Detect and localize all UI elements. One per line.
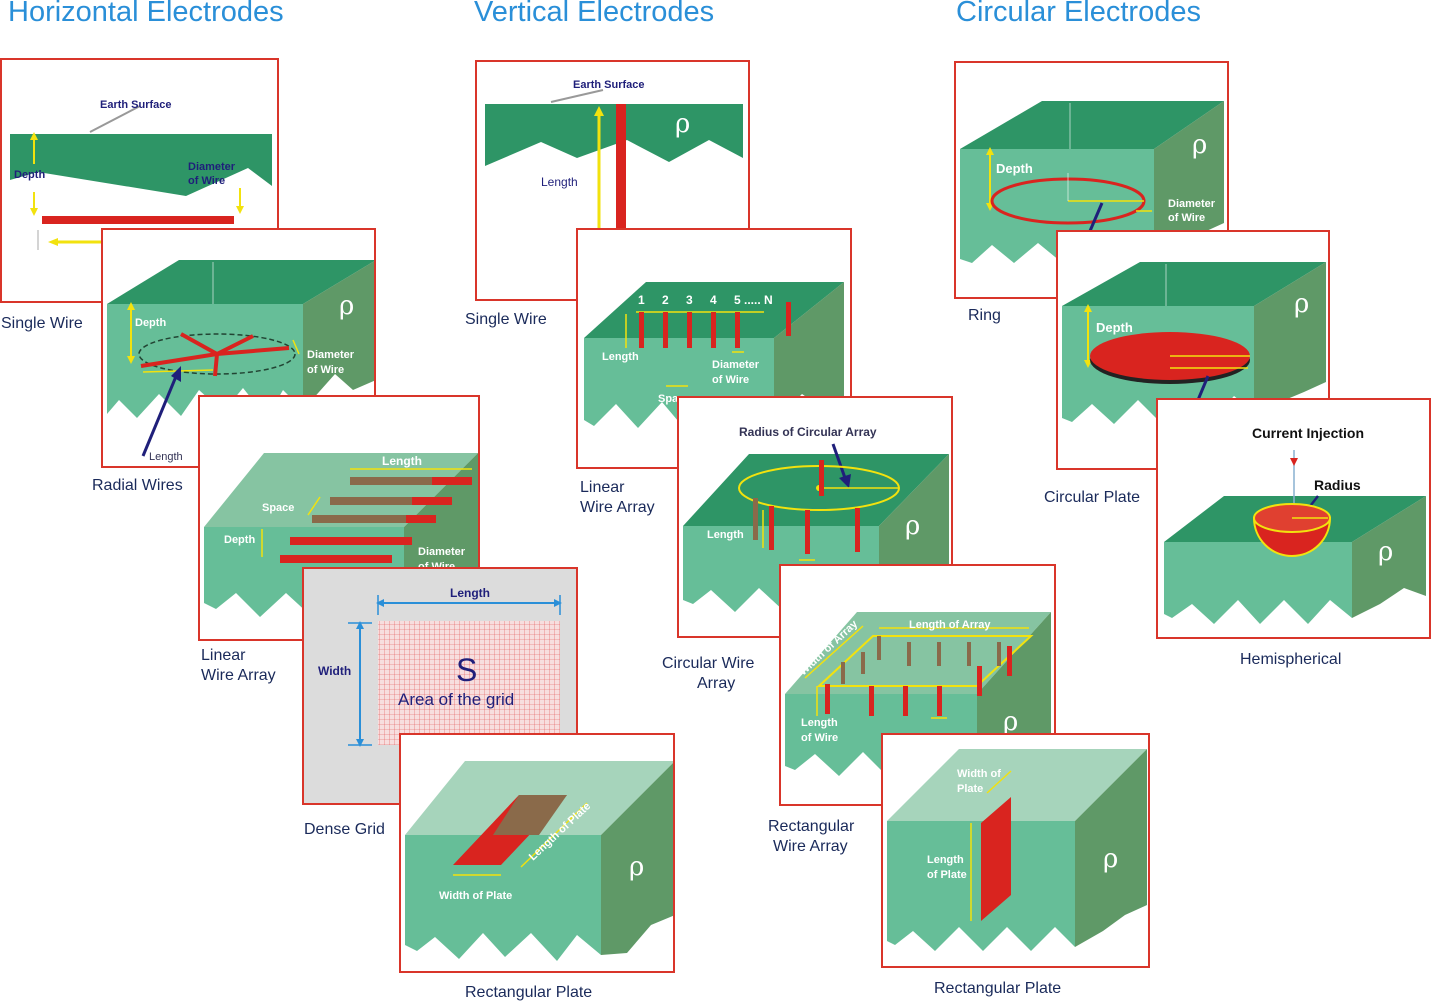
earth-surface-label: Earth Surface [100, 99, 172, 111]
of-wire-label: of Wire [801, 732, 838, 744]
depth-label: Depth [1096, 320, 1133, 335]
diameter-label: Diameter [712, 359, 760, 371]
depth-label: Depth [14, 169, 45, 181]
heading-horizontal-electrodes: Horizontal Electrodes [8, 0, 284, 28]
caption-v-rect-array-1: Rectangular [768, 818, 855, 835]
caption-v-linear-array-1: Linear [580, 479, 625, 496]
radius-circular-array-label: Radius of Circular Array [739, 425, 877, 439]
electrode-number-5-n: 5 ..... N [734, 293, 773, 307]
panel-c-circular-plate: ρ Depth [1056, 230, 1330, 470]
dense-grid-area [378, 621, 560, 745]
length-label: Length [450, 586, 490, 600]
radius-label: Radius [1314, 477, 1361, 493]
length-of-label: Length [801, 717, 838, 729]
depth-label: Depth [996, 161, 1033, 176]
caption-c-circular-plate: Circular Plate [1044, 489, 1141, 506]
of-wire-label: of Wire [712, 374, 749, 386]
vertical-rod-electrode [616, 104, 626, 244]
diameter-label: Diameter [1168, 198, 1216, 210]
width-of-label: Width of [957, 768, 1001, 780]
vertical-plate [981, 797, 1011, 921]
rho-symbol: ρ [1192, 130, 1207, 160]
grid-symbol: S [456, 652, 477, 688]
caption-h-linear-array-2: Wire Array [201, 667, 276, 684]
width-of-plate-label: Width of Plate [439, 890, 512, 902]
electrode-number-3: 3 [686, 293, 693, 307]
caption-v-single-wire: Single Wire [465, 311, 547, 328]
of-wire-label: of Wire [1168, 212, 1205, 224]
caption-h-linear-array-1: Linear [201, 647, 246, 664]
horizontal-wire-electrode [42, 216, 234, 224]
heading-vertical-electrodes: Vertical Electrodes [474, 0, 715, 28]
length-label: Length [149, 451, 183, 463]
rho-symbol: ρ [1103, 844, 1118, 874]
length-label: Length [602, 351, 639, 363]
caption-v-rect-array-2: Wire Array [773, 838, 848, 855]
panel-h-rect-plate: ρ Width of Plate Length of Plate [399, 733, 675, 973]
caption-h-rect-plate: Rectangular Plate [465, 984, 593, 1001]
rho-symbol: ρ [1378, 537, 1393, 567]
caption-v-linear-array-2: Wire Array [580, 499, 655, 516]
caption-h-radial-wires: Radial Wires [92, 477, 183, 494]
electrode-number-4: 4 [710, 293, 717, 307]
rho-symbol: ρ [675, 109, 690, 139]
heading-circular-electrodes: Circular Electrodes [956, 0, 1201, 28]
earth-surface-label: Earth Surface [573, 79, 645, 91]
rho-symbol: ρ [339, 291, 354, 321]
diameter-label: Diameter [307, 349, 355, 361]
length-label: Length [707, 529, 744, 541]
depth-label: Depth [135, 317, 166, 329]
rho-symbol: ρ [1003, 707, 1018, 737]
caption-c-ring: Ring [968, 307, 1001, 324]
plate-label: Plate [957, 783, 983, 795]
of-wire-label: of Wire [307, 364, 344, 376]
electrode-number-1: 1 [638, 293, 645, 307]
diameter-label: Diameter [418, 546, 466, 558]
diameter-label: Diameter [188, 161, 236, 173]
of-wire-label: of Wire [188, 175, 225, 187]
caption-h-dense-grid: Dense Grid [304, 821, 385, 838]
panel-c-hemispherical: ρ Current Injection Radius [1156, 398, 1431, 639]
caption-v-circular-array-1: Circular Wire [662, 655, 755, 672]
current-injection-label: Current Injection [1252, 425, 1364, 441]
caption-v-rect-plate: Rectangular Plate [934, 980, 1062, 997]
length-label: Length [382, 454, 422, 468]
panel-v-rect-plate: ρ Width of Plate Length of Plate [881, 733, 1150, 968]
rho-symbol: ρ [905, 511, 920, 541]
caption-v-circular-array-2: Array [697, 675, 736, 692]
length-label: Length [927, 854, 964, 866]
depth-label: Depth [224, 534, 255, 546]
rho-symbol: ρ [1294, 289, 1309, 319]
space-label: Space [262, 502, 294, 514]
electrode-number-2: 2 [662, 293, 669, 307]
length-label: Length [541, 175, 578, 189]
length-of-array-label: Length of Array [909, 619, 991, 631]
grid-area-label: Area of the grid [398, 690, 514, 709]
of-plate-label: of Plate [927, 869, 967, 881]
width-label: Width [318, 664, 351, 678]
caption-h-single-wire: Single Wire [1, 315, 83, 332]
caption-c-hemispherical: Hemispherical [1240, 651, 1342, 668]
rho-symbol: ρ [629, 852, 644, 882]
